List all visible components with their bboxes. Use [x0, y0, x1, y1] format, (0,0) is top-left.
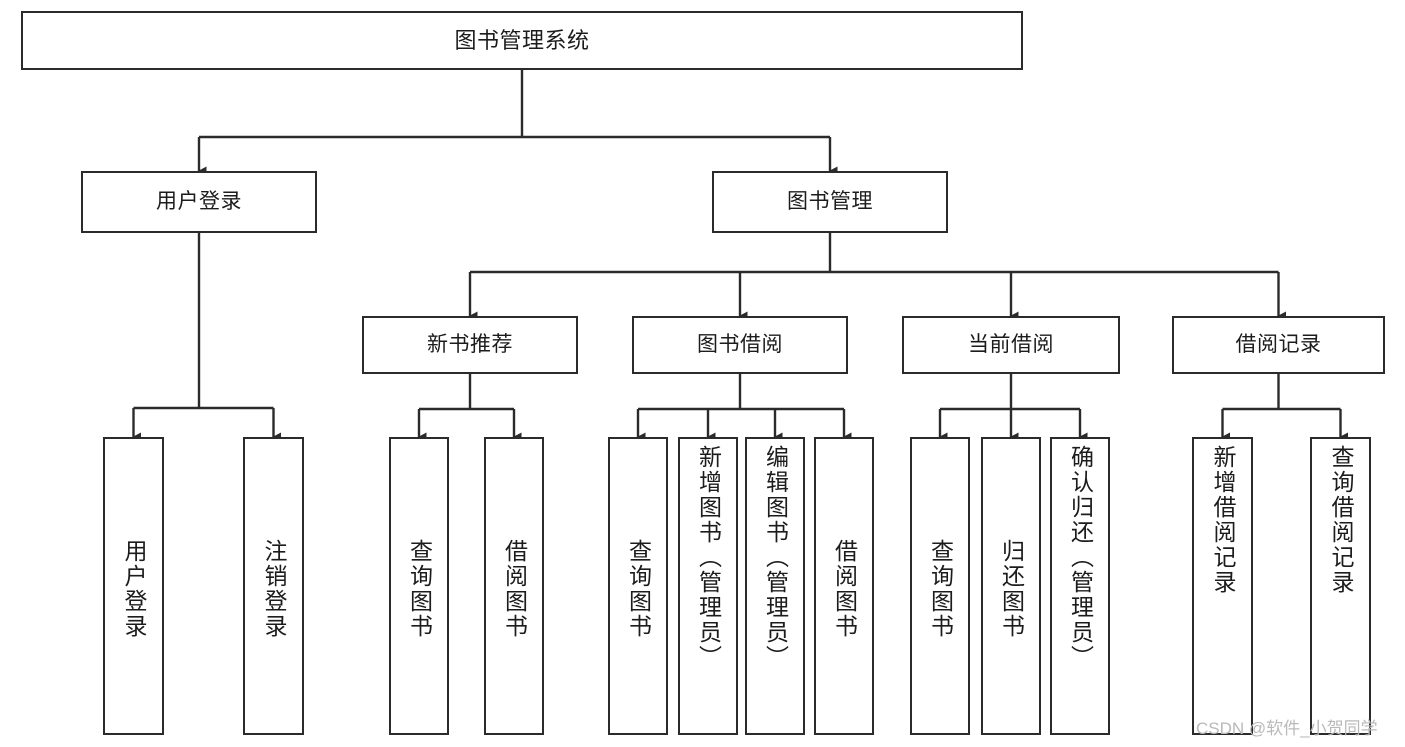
node-label: 借阅图书 [831, 539, 858, 639]
node-label: 新增图书（管理员） [695, 445, 722, 670]
node-label: 用户登录 [121, 539, 147, 639]
node-newbooks[interactable]: 新书推荐 [362, 316, 578, 374]
node-leaf-cur-2[interactable]: 归还图书 [981, 437, 1041, 735]
node-label: 查询图书 [927, 539, 954, 639]
node-leaf-rec-2[interactable]: 查询借阅记录 [1310, 437, 1371, 735]
node-bookmgmt[interactable]: 图书管理 [712, 171, 948, 233]
node-label: 图书管理 [787, 189, 873, 213]
node-borrow[interactable]: 图书借阅 [632, 316, 848, 374]
node-leaf-bor-4[interactable]: 借阅图书 [814, 437, 874, 735]
node-label: 查询图书 [406, 539, 433, 639]
node-label: 图书借阅 [697, 332, 783, 356]
node-leaf-cur-3[interactable]: 确认归还（管理员） [1050, 437, 1110, 735]
edges [132, 70, 1349, 442]
node-label: 借阅记录 [1235, 332, 1322, 356]
node-label: 新增借阅记录 [1210, 445, 1236, 595]
node-label: 归还图书 [998, 539, 1025, 639]
node-leaf-login-2[interactable]: 注销登录 [243, 437, 304, 735]
node-leaf-bor-1[interactable]: 查询图书 [608, 437, 668, 735]
node-leaf-bor-2[interactable]: 新增图书（管理员） [678, 437, 738, 735]
node-label: 用户登录 [156, 189, 242, 213]
node-label: 确认归还（管理员） [1067, 445, 1094, 670]
node-leaf-login-1[interactable]: 用户登录 [103, 437, 164, 735]
node-records[interactable]: 借阅记录 [1172, 316, 1385, 374]
node-root[interactable]: 图书管理系统 [21, 11, 1023, 70]
node-label: 新书推荐 [427, 332, 513, 356]
node-label: 借阅图书 [501, 539, 528, 639]
watermark-text: CSDN @软件_小贺同学 [1196, 719, 1378, 738]
node-label: 编辑图书（管理员） [762, 445, 789, 670]
node-leaf-bor-3[interactable]: 编辑图书（管理员） [745, 437, 805, 735]
node-label: 图书管理系统 [454, 27, 590, 53]
node-label: 当前借阅 [968, 332, 1054, 356]
node-leaf-new-1[interactable]: 查询图书 [389, 437, 449, 735]
node-label: 查询图书 [625, 539, 652, 639]
node-label: 注销登录 [261, 539, 287, 639]
node-label: 查询借阅记录 [1328, 445, 1354, 595]
node-leaf-rec-1[interactable]: 新增借阅记录 [1192, 437, 1253, 735]
node-leaf-cur-1[interactable]: 查询图书 [910, 437, 970, 735]
node-current[interactable]: 当前借阅 [902, 316, 1120, 374]
node-login[interactable]: 用户登录 [81, 171, 317, 233]
node-leaf-new-2[interactable]: 借阅图书 [484, 437, 544, 735]
